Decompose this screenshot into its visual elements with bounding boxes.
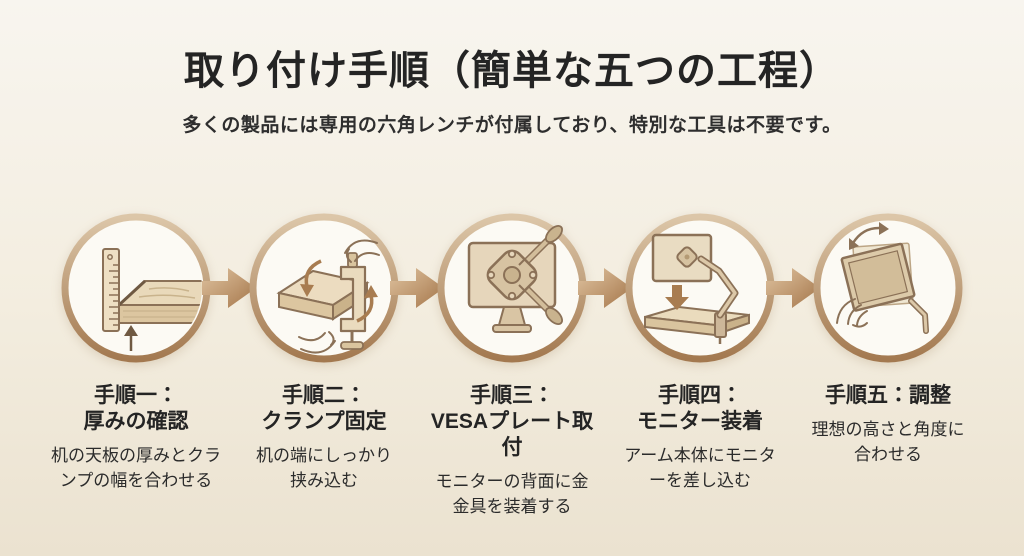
step-title: 手順二： クランプ固定 xyxy=(261,384,387,433)
step-3: 手順三： VESAプレート取付 モニターの背面に金 金具を装着する xyxy=(424,213,600,519)
adjust-height-angle-icon xyxy=(813,213,963,363)
step-2: 手順二： クランプ固定 机の端にしっかり 挟み込む xyxy=(236,213,412,493)
arrow-right-icon xyxy=(390,268,444,308)
arrow-right-icon xyxy=(578,268,632,308)
step-title: 手順三： VESAプレート取付 xyxy=(430,384,594,459)
arrow-right-icon xyxy=(766,268,820,308)
page-subtitle: 多くの製品には専用の六角レンチが付属しており、特別な工具は不要です。 xyxy=(182,115,842,136)
step-description: アーム本体にモニタ ーを差し込む xyxy=(624,446,776,490)
step-title: 手順五：調整 xyxy=(825,384,951,407)
step-title: 手順四： モニター装着 xyxy=(637,384,763,433)
flow-arrow-2 xyxy=(390,213,444,363)
steps-row: 手順一： 厚みの確認 机の天板の厚みとクラ ンプの幅を合わせる xyxy=(0,213,1024,519)
step-title: 手順一： 厚みの確認 xyxy=(83,384,189,433)
page-title: 取り付け手順（簡単な五つの工程） xyxy=(184,49,840,93)
clamp-tighten-icon xyxy=(249,213,399,363)
flow-arrow-3 xyxy=(578,213,632,363)
step-description: 机の天板の厚みとクラ ンプの幅を合わせる xyxy=(51,446,221,490)
monitor-attach-arm-icon xyxy=(625,213,775,363)
vesa-plate-attach-icon xyxy=(437,213,587,363)
step-1: 手順一： 厚みの確認 机の天板の厚みとクラ ンプの幅を合わせる xyxy=(48,213,224,493)
step-description: モニターの背面に金 金具を装着する xyxy=(435,472,589,516)
flow-arrow-4 xyxy=(766,213,820,363)
step-4: 手順四： モニター装着 アーム本体にモニタ ーを差し込む xyxy=(612,213,788,493)
arrow-right-icon xyxy=(202,268,256,308)
header: 取り付け手順（簡単な五つの工程） 多くの製品には専用の六角レンチが付属しており、… xyxy=(0,0,1024,137)
ruler-desk-thickness-icon xyxy=(61,213,211,363)
step-5: 手順五：調整 理想の高さと角度に 合わせる xyxy=(800,213,976,467)
step-description: 理想の高さと角度に 合わせる xyxy=(811,420,965,464)
step-description: 机の端にしっかり 挟み込む xyxy=(256,446,392,490)
flow-arrow-1 xyxy=(202,213,256,363)
